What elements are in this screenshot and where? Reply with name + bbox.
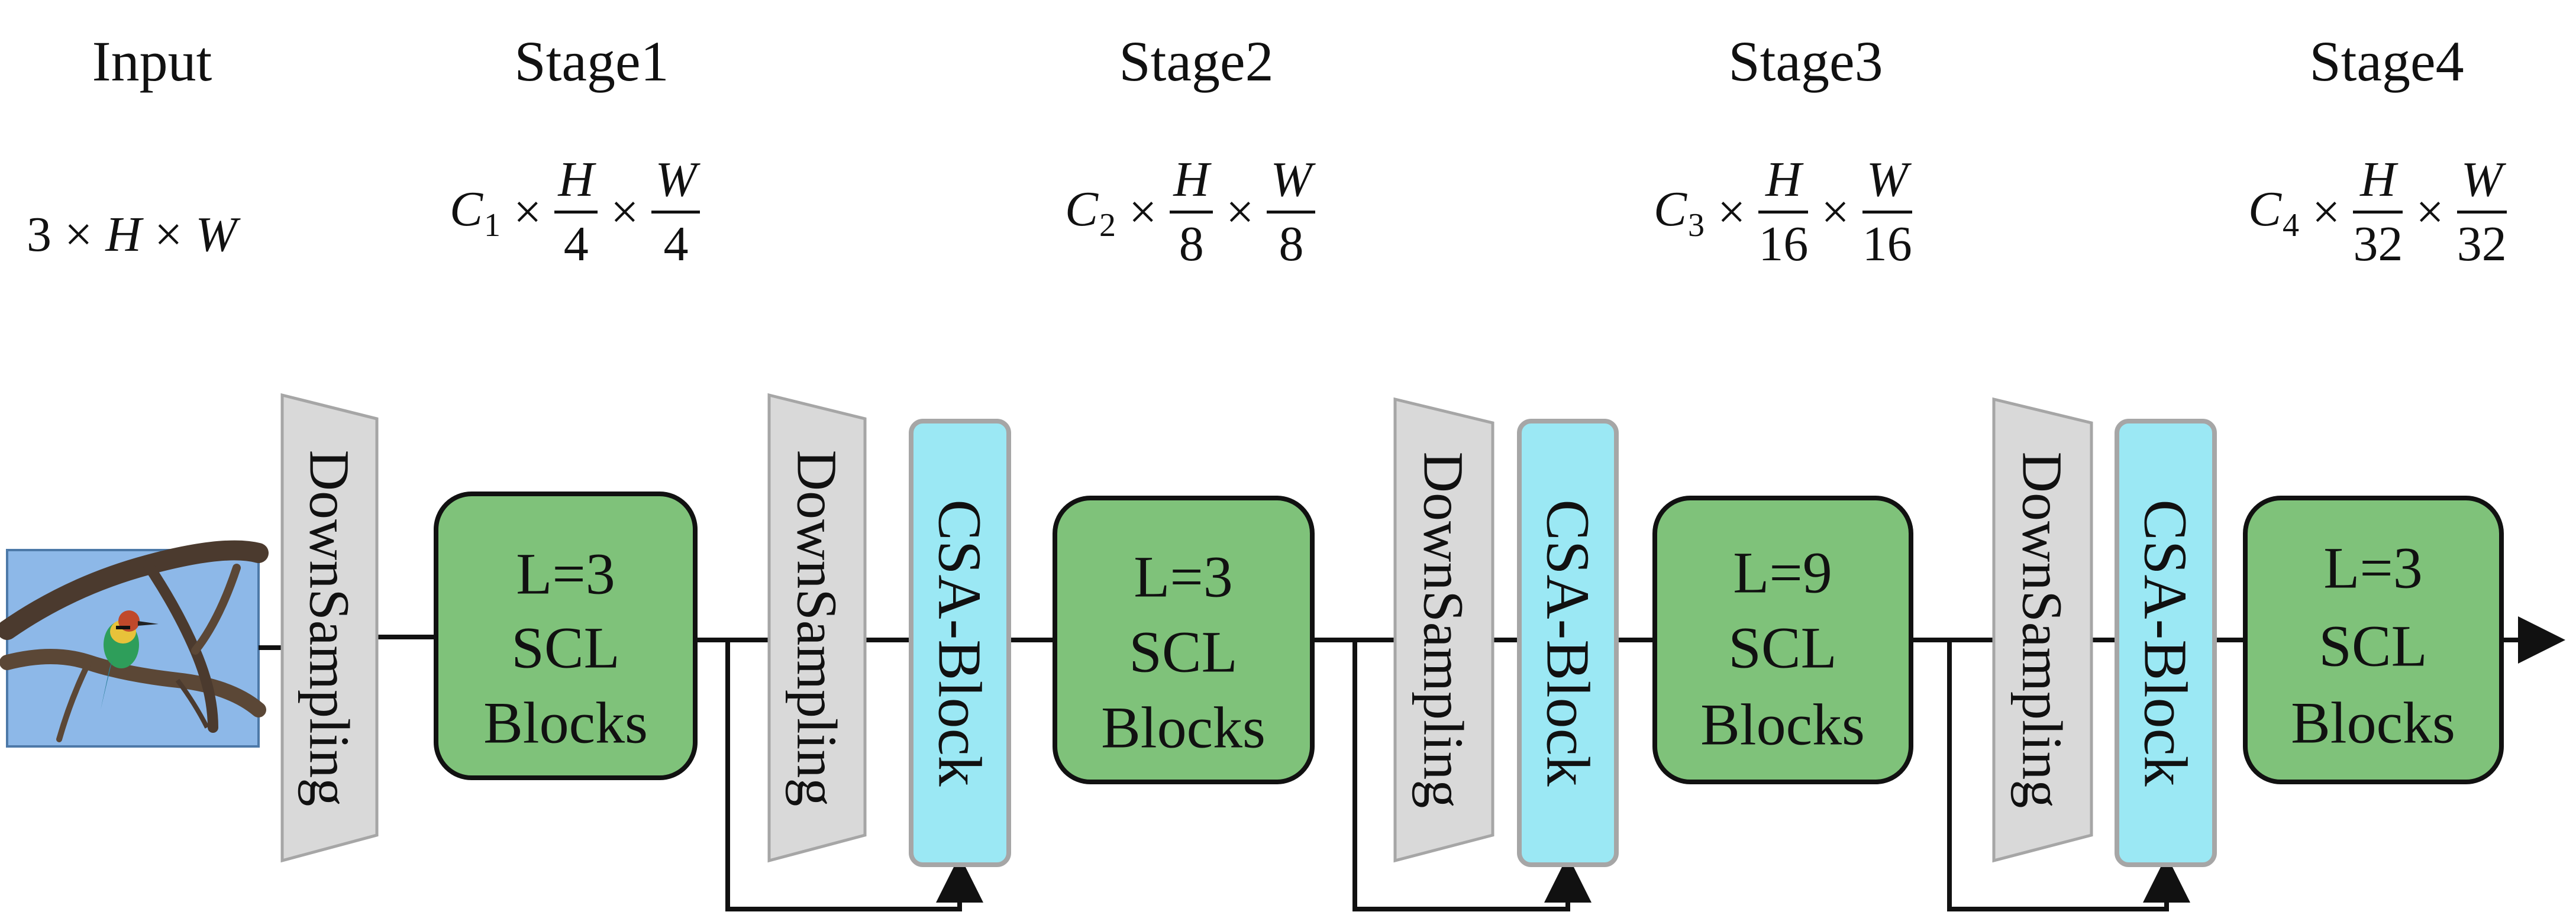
csa-block-1-label: CSA-Block [926, 499, 994, 786]
dim-input-h: H [105, 207, 142, 262]
skip-connection-3 [1947, 640, 2190, 911]
input-image [0, 540, 269, 748]
downsampling-3: DownSampling [1393, 397, 1494, 863]
scl-blocks-stage4: L=3 SCL Blocks [2243, 496, 2504, 784]
skip-connections [725, 640, 2190, 911]
scl-blocks-stage1-blocks: Blocks [483, 690, 648, 756]
scl-blocks-stage4-l: L=3 [2323, 535, 2422, 601]
downsampling-1: DownSampling [280, 393, 379, 863]
times-symbol: × [2312, 185, 2341, 240]
scl-blocks-stage1-l: L=3 [516, 541, 615, 607]
header-stage3: Stage3 [1728, 30, 1883, 93]
skip-connection-1 [725, 640, 983, 911]
csa-block-3-label: CSA-Block [2132, 499, 2200, 786]
downsampling-2: DownSampling [767, 393, 867, 863]
dim-stage2-c: C2 [1065, 181, 1116, 244]
times-symbol: × [1821, 185, 1849, 240]
scl-blocks-stage2: L=3 SCL Blocks [1053, 496, 1315, 784]
times-symbol: × [64, 207, 93, 262]
header-stage2: Stage2 [1119, 30, 1274, 93]
scl-blocks-stage2-l: L=3 [1134, 544, 1232, 610]
downsampling-1-label: DownSampling [298, 450, 361, 807]
downsampling-3-label: DownSampling [1412, 452, 1476, 809]
header-input: Input [92, 30, 212, 93]
main-data-flow [259, 616, 2565, 664]
scl-blocks-stage3-l: L=9 [1733, 540, 1832, 606]
scl-blocks-stage4-blocks: Blocks [2291, 690, 2455, 756]
dim-input-w: W [195, 207, 237, 262]
times-symbol: × [1129, 185, 1157, 240]
skip-connection-2 [1352, 640, 1592, 911]
scl-blocks-stage1-scl: SCL [511, 615, 619, 681]
times-symbol: × [1226, 185, 1254, 240]
scl-blocks-stage4-scl: SCL [2319, 613, 2427, 679]
times-symbol: × [154, 207, 183, 262]
dim-input-channels: 3 [27, 207, 51, 262]
times-symbol: × [1718, 185, 1746, 240]
scl-blocks-stage2-blocks: Blocks [1101, 695, 1266, 761]
dim-stage3-c: C3 [1654, 181, 1705, 244]
header-stage4: Stage4 [2309, 30, 2464, 93]
bird-icon [101, 610, 159, 710]
downsampling-4: DownSampling [1992, 397, 2093, 863]
dim-stage1-c: C1 [450, 181, 501, 244]
csa-block-3: CSA-Block [2115, 419, 2217, 867]
dim-input: 3 × H × W [27, 206, 237, 263]
scl-blocks-stage2-scl: SCL [1129, 619, 1237, 685]
dim-stage4-c: C4 [2248, 181, 2300, 244]
scl-blocks-stage3-scl: SCL [1728, 615, 1836, 681]
downsampling-2-label: DownSampling [786, 450, 849, 807]
scl-blocks-stage3-blocks: Blocks [1700, 692, 1865, 758]
header-stage1: Stage1 [514, 30, 669, 93]
scl-blocks-stage3: L=9 SCL Blocks [1652, 496, 1913, 784]
times-symbol: × [514, 185, 542, 240]
csa-block-2-label: CSA-Block [1534, 499, 1602, 786]
scl-blocks-stage1: L=3 SCL Blocks [434, 492, 698, 780]
csa-block-1: CSA-Block [909, 419, 1011, 867]
times-symbol: × [2416, 185, 2444, 240]
csa-block-2: CSA-Block [1517, 419, 1619, 867]
downsampling-4-label: DownSampling [2011, 452, 2074, 809]
times-symbol: × [611, 185, 639, 240]
